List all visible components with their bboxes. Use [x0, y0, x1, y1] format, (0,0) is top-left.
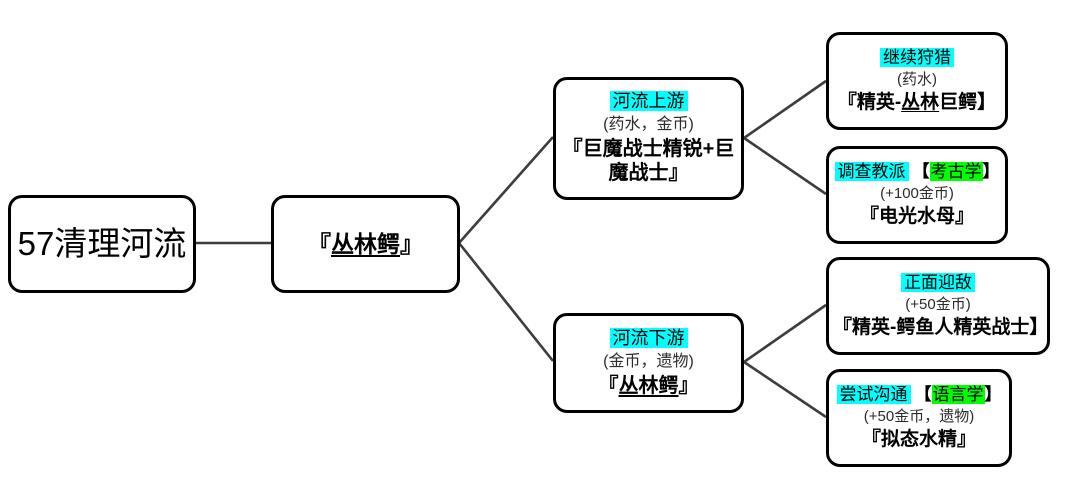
root-title: 57清理河流: [17, 224, 187, 262]
branch-downstream-rewards: (金币，遗物): [603, 353, 694, 371]
branch-downstream-result: 『丛林鳄』: [598, 374, 699, 397]
leaf-fight-choice: 正面迎敌: [901, 272, 975, 294]
leaf-fight-result: 『精英-鳄鱼人精英战士】: [833, 316, 1049, 338]
leaf-hunt-choice: 继续狩猎: [880, 47, 954, 69]
connector-up-hunt: [743, 79, 827, 140]
leaf-cult-rewards: (+100金币): [880, 184, 954, 202]
node-branch-downstream: 河流下游 (金币，遗物) 『丛林鳄』: [553, 313, 744, 413]
leaf-fight-rewards: (+50金币): [905, 295, 971, 313]
leaf-talk-skill: 语言学: [931, 384, 985, 404]
stage-name: 丛林鳄: [331, 230, 400, 257]
node-leaf-cult: 调查教派【考古学】 (+100金币) 『电光水母』: [826, 146, 1008, 244]
leaf-cult-choice: 调查教派【考古学】: [834, 161, 1000, 183]
connector-up-cult: [743, 136, 827, 196]
branch-upstream-choice: 河流上游: [609, 91, 688, 113]
node-leaf-hunt: 继续狩猎 (药水) 『精英-丛林巨鳄】: [826, 32, 1008, 130]
branch-downstream-choice: 河流下游: [609, 328, 688, 350]
node-leaf-fight: 正面迎敌 (+50金币) 『精英-鳄鱼人精英战士】: [826, 257, 1050, 355]
leaf-hunt-result: 『精英-丛林巨鳄】: [837, 91, 997, 113]
branch-upstream-result: 『巨魔战士精锐+巨魔战士』: [562, 137, 735, 185]
connector-down-talk: [743, 360, 827, 419]
node-leaf-talk: 尝试沟通【语言学】 (+50金币，遗物) 『拟态水精』: [826, 369, 1012, 467]
branch-upstream-rewards: (药水，金币): [603, 116, 694, 134]
leaf-cult-skill: 考古学: [929, 161, 983, 181]
node-branch-upstream: 河流上游 (药水，金币) 『巨魔战士精锐+巨魔战士』: [553, 77, 744, 200]
leaf-talk-choice: 尝试沟通【语言学】: [836, 384, 1002, 406]
leaf-talk-result: 『拟态水精』: [861, 428, 976, 450]
node-root: 57清理河流: [8, 195, 196, 293]
connector-stage-down: [457, 242, 555, 362]
leaf-cult-result: 『电光水母』: [859, 205, 974, 227]
leaf-talk-rewards: (+50金币，遗物): [863, 407, 975, 425]
connector-stage-up: [458, 136, 554, 244]
leaf-hunt-rewards: (药水): [897, 70, 937, 88]
stage-title: 『丛林鳄』: [308, 230, 423, 257]
connector-down-fight: [743, 303, 827, 364]
node-stage: 『丛林鳄』: [271, 195, 460, 293]
